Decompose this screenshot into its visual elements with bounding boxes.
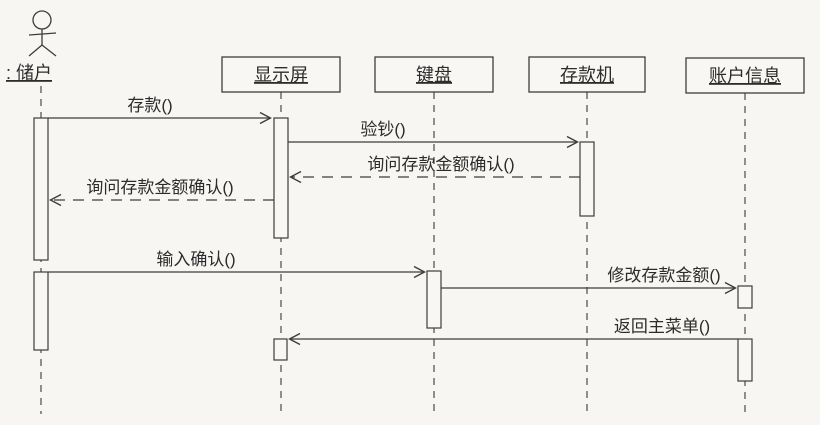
object-label-account-info: 账户信息: [709, 66, 781, 86]
object-box-keyboard: 键盘: [374, 56, 494, 93]
activation-display-screen-2: [273, 338, 288, 361]
actor-arms: [28, 32, 57, 36]
actor-label: : 储户: [6, 63, 52, 83]
activation-keyboard: [426, 270, 442, 329]
activation-depositor-2: [33, 271, 49, 351]
actor-figure: [28, 10, 57, 57]
object-label-display-screen: 显示屏: [254, 65, 308, 85]
actor-leg-right: [41, 44, 57, 57]
message-return-main-menu-label: 返回主菜单(): [614, 317, 710, 336]
activation-account-info-2: [737, 338, 753, 382]
message-confirm-amount-to-depositor-label: 询问存款金额确认(): [86, 178, 233, 197]
message-input-confirm-label: 输入确认(): [156, 250, 235, 269]
object-box-deposit-machine: 存款机: [528, 56, 646, 93]
message-modify-amount-label: 修改存款金额(): [607, 266, 720, 285]
activation-account-info-1: [737, 285, 753, 309]
object-label-keyboard: 键盘: [416, 65, 452, 85]
message-confirm-amount-to-display: 询问存款金额确认(): [288, 155, 580, 184]
message-input-confirm: 输入确认(): [48, 250, 427, 279]
activation-depositor-1: [33, 117, 49, 261]
message-verify-cash: 验钞(): [288, 120, 580, 149]
activation-deposit-machine: [579, 141, 595, 217]
activation-display-screen-1: [273, 117, 289, 239]
message-deposit-label: 存款(): [127, 96, 172, 115]
message-confirm-amount-to-display-label: 询问存款金额确认(): [367, 155, 514, 174]
message-deposit: 存款(): [48, 96, 273, 125]
object-box-display-screen: 显示屏: [221, 56, 341, 93]
actor-leg-left: [28, 44, 43, 57]
message-modify-amount: 修改存款金额(): [441, 266, 738, 295]
object-box-account-info: 账户信息: [685, 57, 805, 94]
object-label-deposit-machine: 存款机: [560, 65, 614, 85]
message-verify-cash-label: 验钞(): [360, 120, 405, 139]
message-confirm-amount-to-depositor: 询问存款金额确认(): [48, 178, 274, 207]
message-return-main-menu: 返回主菜单(): [287, 317, 738, 346]
